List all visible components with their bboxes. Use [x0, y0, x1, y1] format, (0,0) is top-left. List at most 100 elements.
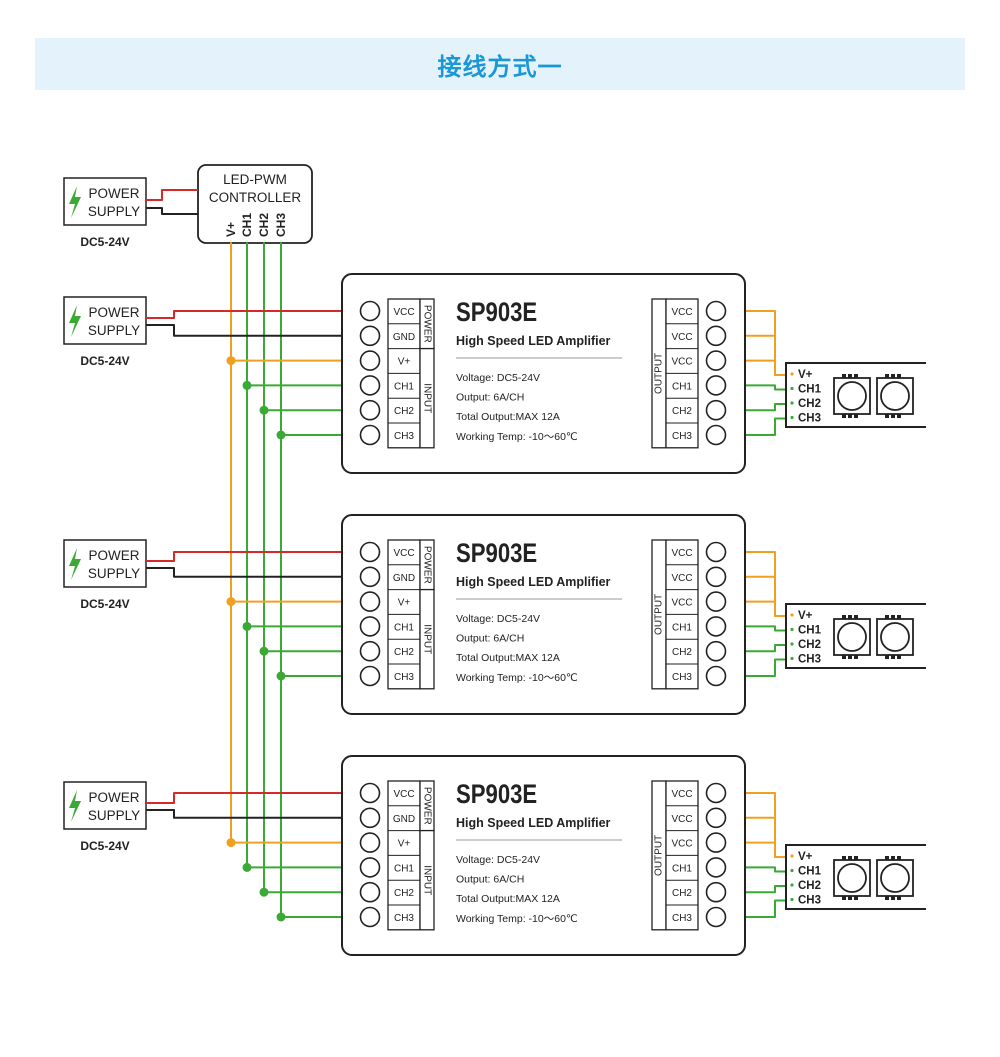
led-chip-pin — [885, 856, 889, 860]
amplifier-spec-line: Voltage: DC5-24V — [456, 613, 540, 625]
output-pin-label: CH1 — [672, 863, 692, 874]
led-chip-pin — [885, 414, 889, 418]
strip-pin-dot — [790, 415, 794, 420]
power-group-label: POWER — [421, 305, 432, 343]
input-terminal-screw — [359, 300, 381, 322]
voltage-label: DC5-24V — [80, 839, 129, 853]
amplifier-box — [341, 273, 746, 474]
led-chip-pin — [842, 896, 846, 900]
input-pin-label: V+ — [398, 598, 411, 609]
led-chip-pin — [891, 655, 895, 659]
led-chip-pin — [897, 615, 901, 619]
strip-pin-dot — [790, 627, 794, 632]
strip-pin-dot — [790, 883, 794, 887]
led-chip-pin — [842, 414, 846, 418]
strip-pin-dot — [790, 854, 794, 858]
junction-dot — [226, 597, 236, 607]
amplifier-spec-line: Total Output:MAX 12A — [456, 893, 560, 905]
power-supply-label: SUPPLY — [88, 204, 140, 219]
output-terminal-screw — [705, 832, 727, 853]
output-terminal-screw — [705, 541, 727, 563]
input-pin-label: CH1 — [394, 863, 414, 874]
led-chip-pin — [897, 655, 901, 659]
strip-pin-label: V+ — [798, 851, 813, 863]
amplifier-spec-line: Working Temp: -10～60℃ — [456, 913, 578, 925]
input-terminal-screw — [359, 566, 381, 588]
strip-pin-label: CH3 — [798, 413, 821, 425]
power-supply-label: POWER — [88, 305, 139, 320]
amplifier-model: SP903E — [456, 780, 537, 810]
input-terminal-screw — [359, 665, 381, 687]
controller-pin-label: CH1 — [240, 213, 254, 237]
led-chip-icon — [876, 374, 914, 418]
output-terminal-screw — [705, 300, 727, 322]
amplifier-box — [341, 514, 746, 715]
led-chip-pin — [848, 655, 852, 659]
output-pin-label: CH1 — [672, 622, 692, 633]
output-terminal-screw — [705, 640, 727, 662]
input-group-label: INPUT — [421, 624, 432, 654]
output-channel-wire — [726, 417, 786, 436]
input-pin-label: CH3 — [394, 913, 414, 924]
led-chip-pin — [848, 374, 852, 378]
amplifier-model: SP903E — [456, 539, 537, 569]
output-terminal-screw — [705, 807, 727, 829]
strip-pin-dot — [790, 613, 794, 617]
output-terminal-screw — [705, 857, 727, 878]
amplifier-subtitle: High Speed LED Amplifier — [456, 816, 611, 830]
output-pin-label: VCC — [671, 357, 692, 368]
input-terminal-screw — [359, 375, 381, 396]
led-chip-pin — [897, 414, 901, 418]
lightning-bolt-icon — [69, 790, 81, 822]
header-banner: 接线方式一 — [35, 38, 965, 90]
input-pin-label: GND — [393, 814, 415, 825]
power-group-label: POWER — [421, 546, 432, 584]
led-chip-pin — [854, 655, 858, 659]
input-terminal-screw — [359, 640, 381, 662]
junction-dot — [226, 838, 236, 848]
input-pin-label: CH3 — [394, 672, 414, 683]
strip-pin-dot — [790, 372, 794, 376]
led-chip-lens — [837, 863, 867, 893]
voltage-label: DC5-24V — [80, 354, 129, 368]
led-chip-pin — [854, 615, 858, 619]
input-pin-label: VCC — [393, 789, 414, 800]
led-chip-pin — [897, 856, 901, 860]
output-channel-wire — [726, 885, 786, 894]
output-channel-wire — [726, 658, 786, 677]
led-chip-pin — [885, 896, 889, 900]
output-terminal-screw — [705, 665, 727, 687]
controller-pin-label: CH2 — [257, 213, 271, 237]
output-terminal-screw — [705, 906, 727, 928]
strip-pin-dot — [790, 868, 794, 873]
output-pin-label: VCC — [671, 548, 692, 559]
power-supply-label: POWER — [88, 186, 139, 201]
strip-pin-dot — [790, 401, 794, 405]
input-pin-label: CH3 — [394, 431, 414, 442]
amplifier-subtitle: High Speed LED Amplifier — [456, 334, 611, 348]
led-chip-pin — [842, 374, 846, 378]
output-terminal-screw — [705, 424, 727, 446]
junction-dot — [259, 646, 269, 656]
output-pin-label: VCC — [671, 307, 692, 318]
input-pin-label: CH1 — [394, 622, 414, 633]
lightning-bolt-icon — [69, 548, 81, 580]
power-wire-negative — [146, 207, 198, 215]
junction-dot — [276, 430, 286, 440]
input-pin-label: VCC — [393, 307, 414, 318]
strip-pin-label: CH1 — [798, 866, 822, 878]
output-pin-label: VCC — [671, 814, 692, 825]
junction-dot — [259, 405, 269, 415]
led-chip-pin — [854, 414, 858, 418]
controller-label: LED-PWM — [223, 172, 287, 187]
power-supply-label: SUPPLY — [88, 566, 140, 581]
led-chip-pin — [854, 374, 858, 378]
controller-pin-label: CH3 — [274, 213, 288, 237]
led-chip-lens — [880, 381, 910, 411]
